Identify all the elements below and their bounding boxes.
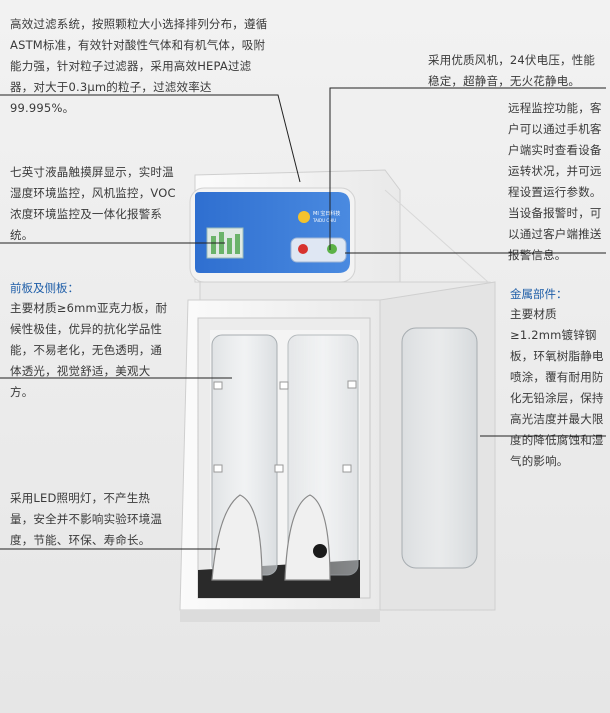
metal-parts-callout: 主要材质≥1.2mm镀锌钢板，环氧树脂静电喷涂，覆有耐用防化无铅涂层，保持高光洁… xyxy=(510,307,604,468)
front-panel-callout: 主要材质≥6mm亚克力板，耐候性极佳，优异的抗化学品性能，不易老化，无色透明，通… xyxy=(10,301,168,399)
lcd-callout: 七英寸液晶触摸屏显示，实时温湿度环境监控，风机监控，VOC浓度环境监控及一体化报… xyxy=(10,165,176,242)
svg-text:TAIDU CHIU: TAIDU CHIU xyxy=(312,218,336,223)
svg-text:MI 宝日科技: MI 宝日科技 xyxy=(313,210,340,217)
side-glass xyxy=(401,327,478,569)
metal-parts-heading: 金属部件： xyxy=(510,287,568,301)
filter-system-callout: 高效过滤系统，按照颗粒大小选择排列分布，遵循ASTM标准，有效针对酸性气体和有机… xyxy=(10,17,268,115)
power-button-icon xyxy=(298,244,308,254)
led-callout: 采用LED照明灯，不产生热量，安全并不影响实验环境温度，节能、环保、寿命长。 xyxy=(10,491,163,547)
remote-monitoring-callout: 远程监控功能，客户可以通过手机客户端实时查看设备运转状况，并可远程设置运行参数。… xyxy=(508,101,602,262)
front-panel-heading: 前板及侧板： xyxy=(10,281,79,295)
fan-callout: 采用优质风机，24伏电压，性能稳定，超静音，无火花静电。 xyxy=(428,53,596,88)
